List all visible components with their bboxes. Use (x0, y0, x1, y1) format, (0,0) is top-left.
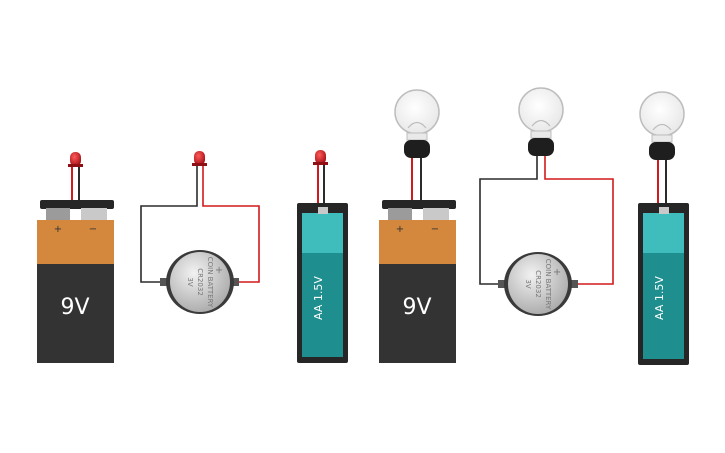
battery-9v-1: + − 9V (37, 200, 114, 363)
coin-cell-text: COIN BATTERY (544, 259, 552, 310)
coin-cell-plus: + (213, 266, 224, 274)
bulb-1 (394, 89, 440, 158)
battery-aa-1: AA 1.5V (297, 203, 348, 363)
battery-aa-2: AA 1.5V (638, 203, 689, 365)
plus-terminal-label: + (396, 224, 404, 235)
circuit-9v-bulb: + − 9V (379, 89, 456, 363)
coin-cell-model: CR2032 (196, 268, 204, 296)
wire-black (140, 166, 198, 283)
wire-black (479, 156, 538, 285)
circuit-coin-led: COIN BATTERY CR2032 3V + (140, 151, 260, 314)
led-3 (313, 150, 328, 165)
wire-red (202, 166, 260, 283)
circuit-coin-bulb: COIN BATTERY CR2032 3V + (479, 87, 614, 316)
coin-cell-2: COIN BATTERY CR2032 3V + (498, 252, 578, 316)
led-2 (192, 151, 207, 166)
minus-terminal-label: − (89, 224, 97, 235)
coin-cell-1: COIN BATTERY CR2032 3V + (160, 250, 239, 314)
coin-cell-plus: + (551, 268, 562, 276)
minus-terminal-label: − (431, 224, 439, 235)
circuit-9v-led: + − 9V (37, 152, 114, 363)
battery-label-9v: 9V (402, 295, 431, 320)
battery-9v-2: + − 9V (379, 200, 456, 363)
coin-cell-voltage: 3V (524, 279, 532, 288)
coin-cell-model: CR2032 (534, 270, 542, 298)
circuit-aa-bulb: AA 1.5V (638, 91, 689, 365)
coin-cell-text: COIN BATTERY (206, 257, 214, 308)
coin-cell-voltage: 3V (186, 277, 194, 286)
wire-red (544, 156, 614, 285)
plus-terminal-label: + (54, 224, 62, 235)
battery-label-9v: 9V (60, 295, 89, 320)
circuit-aa-led: AA 1.5V (297, 150, 348, 363)
bulb-3 (639, 91, 685, 160)
led-1 (68, 152, 83, 167)
aa-battery-label: AA 1.5V (312, 276, 325, 320)
aa-battery-label: AA 1.5V (653, 276, 666, 320)
bulb-2 (518, 87, 564, 156)
